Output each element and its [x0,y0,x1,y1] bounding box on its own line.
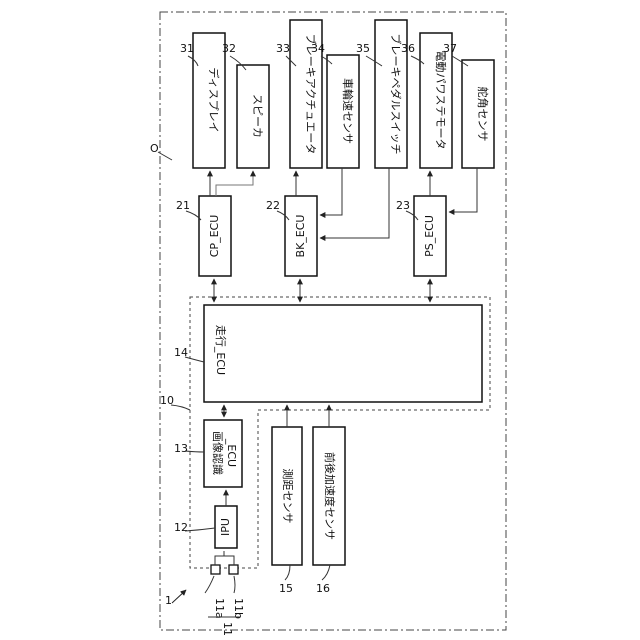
camera-to-ipu [215,551,234,565]
drive-ecu-label: 走行_ECU [214,325,227,375]
steer-to-ps [449,168,477,212]
ref-O: O [150,142,159,155]
ref-36: 36 [401,42,415,55]
accel-sensor-label: 前後加速度センサ [323,452,337,540]
ref-31: 31 [180,42,194,55]
ref-10: 10 [160,394,174,407]
steer-angle-label: 舵角センサ [476,87,490,142]
ipu-label: IPU [219,518,232,536]
ps-ecu-label: PS_ECU [423,215,436,257]
ref-35: 35 [356,42,370,55]
wheel-speed-label: 車輪速センサ [341,78,355,144]
ref-1: 1 [165,594,172,607]
drive-ecu-box [204,305,482,402]
ref-11: 11 [221,622,234,636]
ref-11b: 11b [232,598,245,619]
ref-16: 16 [316,582,330,595]
ref-33: 33 [276,42,290,55]
speaker-label: スピーカ [251,94,264,138]
brake-pedal-to-bk [320,168,389,238]
ref-32: 32 [222,42,236,55]
display-label: ディスプレイ [207,67,221,132]
system-ref-arrow [172,590,186,603]
ref-12: 12 [174,521,188,534]
brake-pedal-label: ブレーキペダルスイッチ [389,34,403,155]
cp-ecu-label: CP_ECU [208,215,221,258]
ref-22: 22 [266,199,280,212]
recog-ecu-label-1: 画像認識 [211,431,225,475]
ref-11a: 11a [213,598,226,619]
bk-ecu-label: BK_ECU [294,215,307,258]
ref-21: 21 [176,199,190,212]
cp-to-speaker [216,171,253,196]
brake-actuator-label: ブレーキアクチュエータ [304,34,318,154]
camera-a [211,565,220,574]
recog-ecu-label-2: _ECU [225,438,238,467]
wheel-speed-to-bk [320,168,342,215]
ref-14: 14 [174,346,188,359]
camera-b [229,565,238,574]
ref-15: 15 [279,582,293,595]
ref-23: 23 [396,199,410,212]
ref-13: 13 [174,442,188,455]
distance-sensor-label: 測距センサ [281,469,295,524]
ep-motor-label: 電動パワステモータ [434,51,448,150]
